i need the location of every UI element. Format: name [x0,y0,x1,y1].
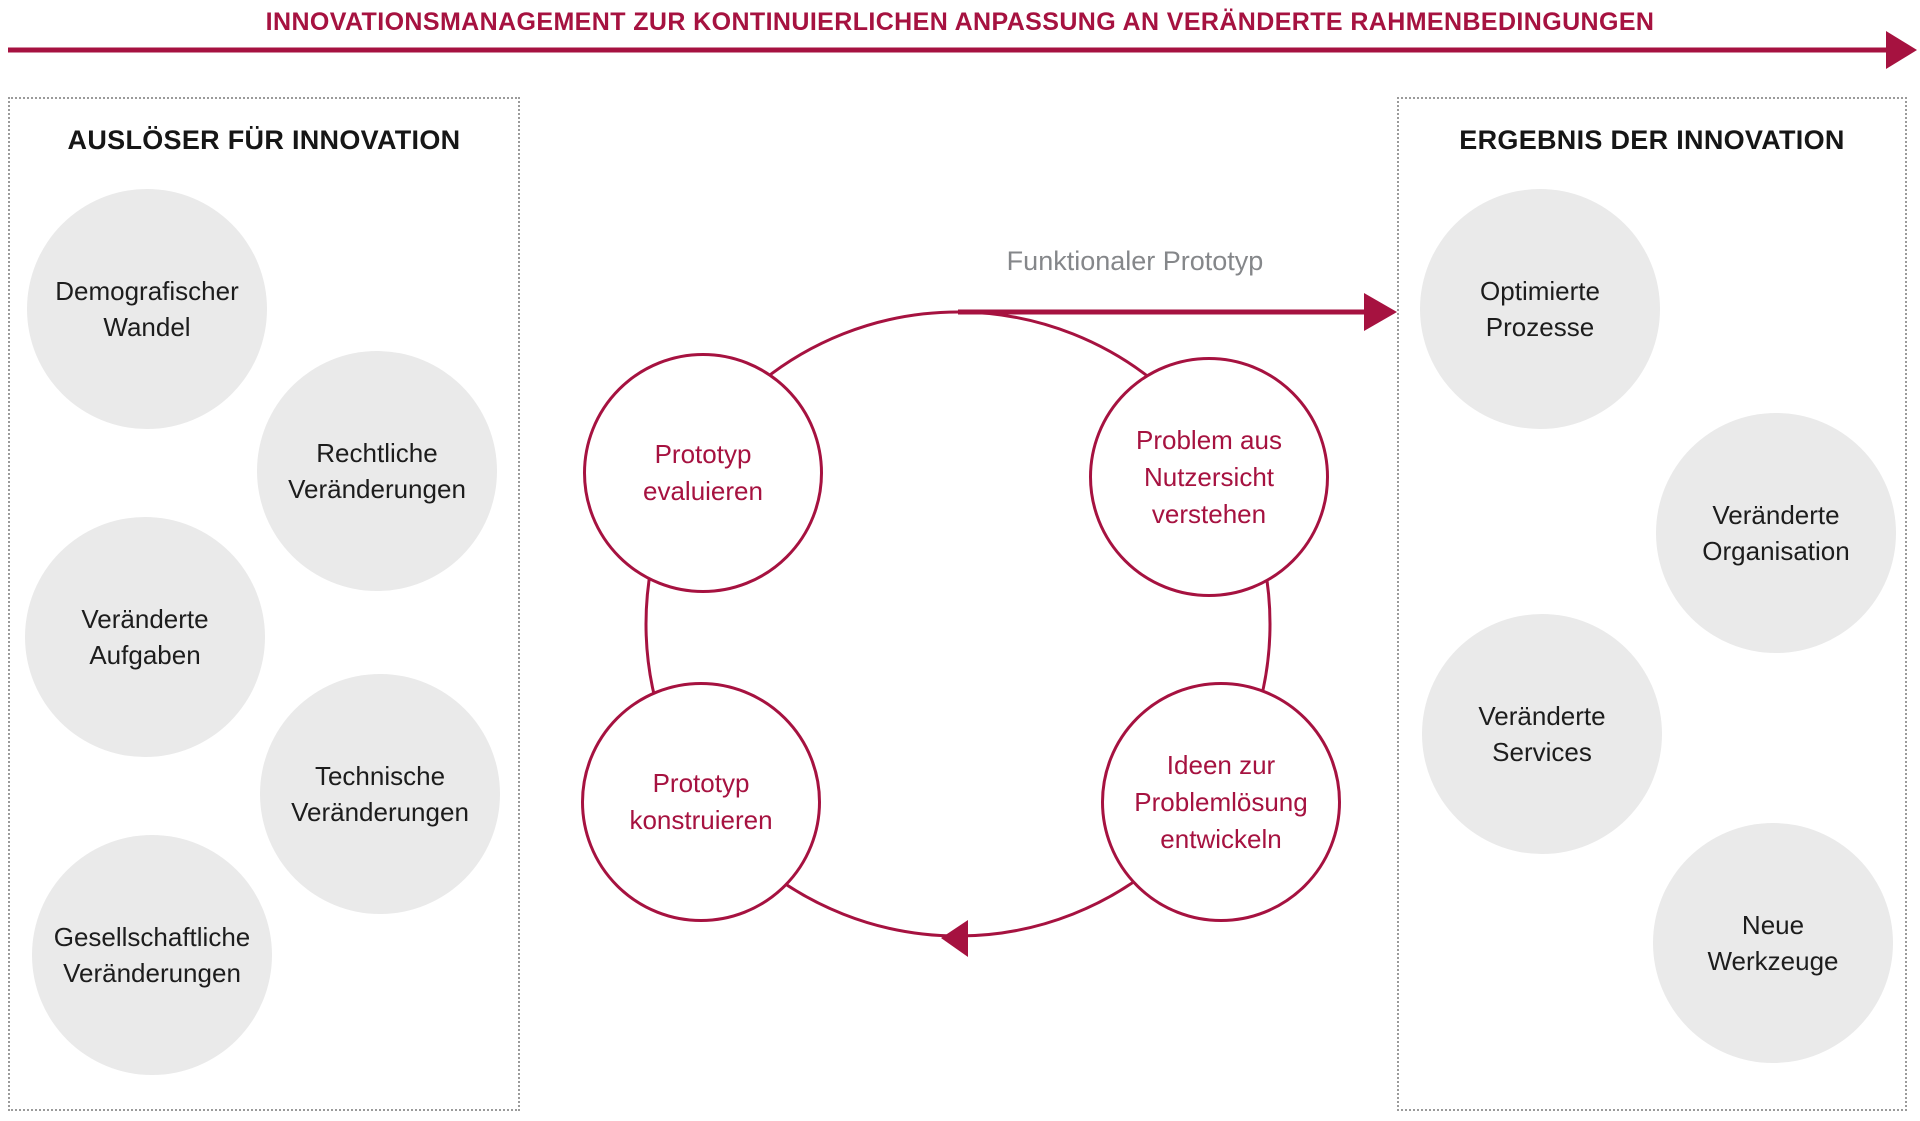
trigger-circle-veraenderte-aufgaben: Veränderte Aufgaben [25,517,265,757]
cycle-node-problem-verstehen: Problem aus Nutzersicht verstehen [1089,357,1329,597]
result-circle-optimierte-prozesse: Optimierte Prozesse [1420,189,1660,429]
cycle-node-prototyp-evaluieren: Prototyp evaluieren [583,353,823,593]
cycle-node-ideen-entwickeln: Ideen zur Problemlösung entwickeln [1101,682,1341,922]
cycle-direction-arrowhead-icon [941,920,968,957]
banner-title: INNOVATIONSMANAGEMENT ZUR KONTINUIERLICH… [265,8,1655,36]
trigger-circle-gesellschaftliche-veraenderungen: Gesellschaftliche Veränderungen [32,835,272,1075]
funktionaler-prototyp-label: Funktionaler Prototyp [1006,246,1264,276]
cycle-node-prototyp-konstruieren: Prototyp konstruieren [581,682,821,922]
banner-arrowhead-icon [1886,31,1917,69]
result-panel-title: ERGEBNIS DER INNOVATION [1459,125,1845,155]
trigger-circle-rechtliche-veraenderungen: Rechtliche Veränderungen [257,351,497,591]
trigger-panel-title: AUSLÖSER FÜR INNOVATION [67,125,461,155]
prototype-output-arrowhead-icon [1364,293,1397,331]
trigger-panel: AUSLÖSER FÜR INNOVATION [8,97,520,1111]
result-circle-veraenderte-organisation: Veränderte Organisation [1656,413,1896,653]
result-circle-veraenderte-services: Veränderte Services [1422,614,1662,854]
trigger-circle-demografischer-wandel: Demografischer Wandel [27,189,267,429]
trigger-circle-technische-veraenderungen: Technische Veränderungen [260,674,500,914]
result-panel: ERGEBNIS DER INNOVATION [1397,97,1907,1111]
result-circle-neue-werkzeuge: Neue Werkzeuge [1653,823,1893,1063]
